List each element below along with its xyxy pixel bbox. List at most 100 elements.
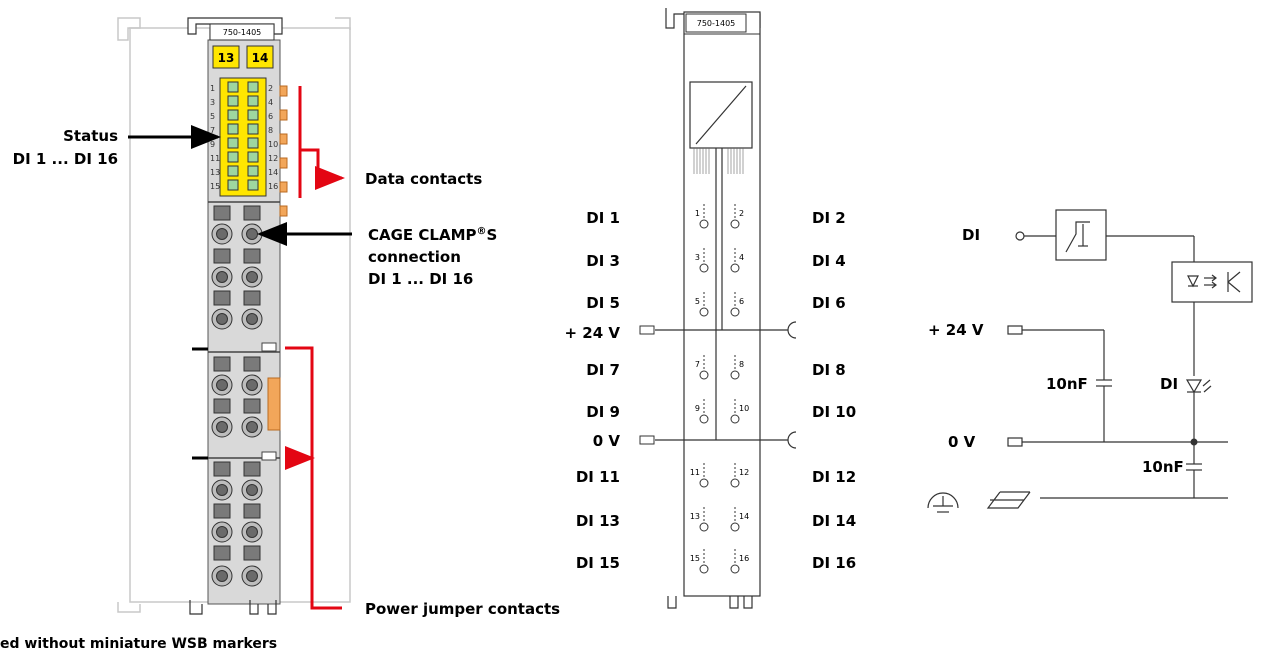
clamp-core-31 xyxy=(216,570,228,582)
power-badge-14-text: 14 xyxy=(252,51,269,65)
data-contacts-bracket xyxy=(298,86,342,198)
clamp-core-7 xyxy=(216,271,228,283)
input-circuit-schematic xyxy=(927,209,1253,513)
junction-dot xyxy=(1190,438,1198,446)
contact-number-9: 9 xyxy=(695,404,700,413)
terminal-label-right-3: DI 6 xyxy=(812,294,846,312)
schematic-cap2-label: 10nF xyxy=(1142,458,1184,476)
status-led-1 xyxy=(227,81,239,93)
contact-point-3 xyxy=(699,263,709,273)
led-number-4: 4 xyxy=(268,98,273,107)
terminal-release-2 xyxy=(243,205,261,221)
bus-lines xyxy=(693,148,744,174)
contact-point-12 xyxy=(730,478,740,488)
status-led-4 xyxy=(247,95,259,107)
terminal-label-right-4: DI 8 xyxy=(812,361,846,379)
led-number-8: 8 xyxy=(268,126,273,135)
status-led-9 xyxy=(227,137,239,149)
terminal-label-right-2: DI 4 xyxy=(812,252,846,270)
clamp-core-3 xyxy=(216,228,228,240)
led-number-10: 10 xyxy=(268,140,278,149)
contact-point-1 xyxy=(699,219,709,229)
terminal-release-22 xyxy=(243,461,261,477)
terminal-label-right-5: DI 10 xyxy=(812,403,856,421)
clamp-core-11 xyxy=(216,313,228,325)
power-jumper-connector xyxy=(267,377,281,431)
led-number-3: 3 xyxy=(210,98,215,107)
clamp-core-12 xyxy=(246,313,258,325)
footnote: ed without miniature WSB markers xyxy=(0,636,277,651)
cage-clamp-terminals xyxy=(211,205,263,587)
status-led-5 xyxy=(227,109,239,121)
contact-point-15 xyxy=(699,564,709,574)
terminal-label-right-1: DI 2 xyxy=(812,209,846,227)
cage-connection-label: connection xyxy=(368,248,461,266)
terminal-label-left-7: 0 V xyxy=(593,432,621,450)
data-contact-pin-1 xyxy=(279,85,288,97)
terminal-label-right-7: DI 14 xyxy=(812,512,856,530)
status-led-2 xyxy=(247,81,259,93)
clamp-core-4 xyxy=(246,228,258,240)
status-led-7 xyxy=(227,123,239,135)
terminal-label-right-8: DI 16 xyxy=(812,554,856,572)
led-number-11: 11 xyxy=(210,154,220,163)
contact-number-16: 16 xyxy=(739,554,749,563)
contact-point-11 xyxy=(699,478,709,488)
terminal-label-left-2: DI 3 xyxy=(586,252,620,270)
clamp-core-28 xyxy=(246,526,258,538)
terminal-label-left-3: DI 5 xyxy=(586,294,620,312)
schematic-di-led-label: DI xyxy=(1160,375,1178,393)
contact-point-5 xyxy=(699,307,709,317)
status-led-11 xyxy=(227,151,239,163)
terminal-label-right-6: DI 12 xyxy=(812,468,856,486)
clamp-core-32 xyxy=(246,570,258,582)
contact-number-14: 14 xyxy=(739,512,749,521)
status-range-label: DI 1 ... DI 16 xyxy=(13,150,118,168)
cage-range-label: DI 1 ... DI 16 xyxy=(368,270,473,288)
led-number-7: 7 xyxy=(210,126,215,135)
status-led-14 xyxy=(247,165,259,177)
terminal-release-5 xyxy=(213,248,231,264)
status-led-10 xyxy=(247,137,259,149)
contact-number-6: 6 xyxy=(739,297,744,306)
status-led-15 xyxy=(227,179,239,191)
clamp-core-8 xyxy=(246,271,258,283)
clamp-core-24 xyxy=(246,484,258,496)
clamp-core-19 xyxy=(216,421,228,433)
data-contact-pin-4 xyxy=(279,157,288,169)
status-label: Status xyxy=(63,127,118,145)
terminal-label-left-10: DI 15 xyxy=(576,554,620,572)
status-led-12 xyxy=(247,151,259,163)
contact-number-15: 15 xyxy=(690,554,700,563)
terminal-release-18 xyxy=(243,398,261,414)
schematic-cap1-label: 10nF xyxy=(1046,375,1088,393)
power-badge-14 xyxy=(246,45,274,69)
contact-number-2: 2 xyxy=(739,209,744,218)
terminal-release-26 xyxy=(243,503,261,519)
cage-clamp-label: CAGE CLAMP®S xyxy=(368,226,497,244)
contact-point-2 xyxy=(730,219,740,229)
contact-number-7: 7 xyxy=(695,360,700,369)
module-bottom-latch xyxy=(189,600,277,615)
terminal-release-10 xyxy=(243,290,261,306)
terminal-release-17 xyxy=(213,398,231,414)
clamp-core-16 xyxy=(246,379,258,391)
schematic-bottom-latch xyxy=(667,596,753,609)
led-panel xyxy=(219,77,267,197)
contact-point-7 xyxy=(699,370,709,380)
data-contact-pin-2 xyxy=(279,109,288,121)
module-label-top: 750-1405 xyxy=(223,28,262,37)
contact-number-8: 8 xyxy=(739,360,744,369)
data-contacts-label: Data contacts xyxy=(365,170,482,188)
data-contact-pins xyxy=(279,85,288,217)
terminal-release-13 xyxy=(213,356,231,372)
clamp-core-23 xyxy=(216,484,228,496)
schematic-module-label: 750-1405 xyxy=(697,19,736,28)
led-number-15: 15 xyxy=(210,182,220,191)
terminal-label-left-8: DI 11 xyxy=(576,468,620,486)
terminal-label-left-1: DI 1 xyxy=(586,209,620,227)
status-led-6 xyxy=(247,109,259,121)
data-contact-pin-3 xyxy=(279,133,288,145)
